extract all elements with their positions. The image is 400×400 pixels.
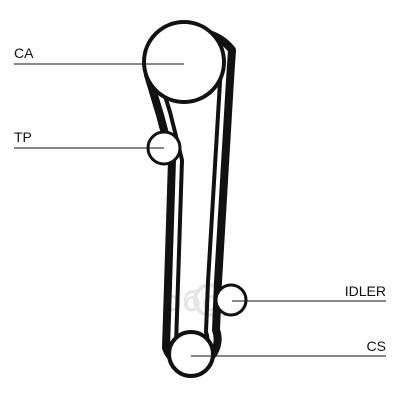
label-cs: CS <box>367 338 386 354</box>
camshaft-pulley <box>142 20 226 104</box>
label-ca: CA <box>14 45 34 61</box>
idler-pulley <box>214 283 248 317</box>
crankshaft-pulley <box>167 330 215 378</box>
label-idler: IDLER <box>345 283 386 299</box>
label-tp: TP <box>14 129 32 145</box>
